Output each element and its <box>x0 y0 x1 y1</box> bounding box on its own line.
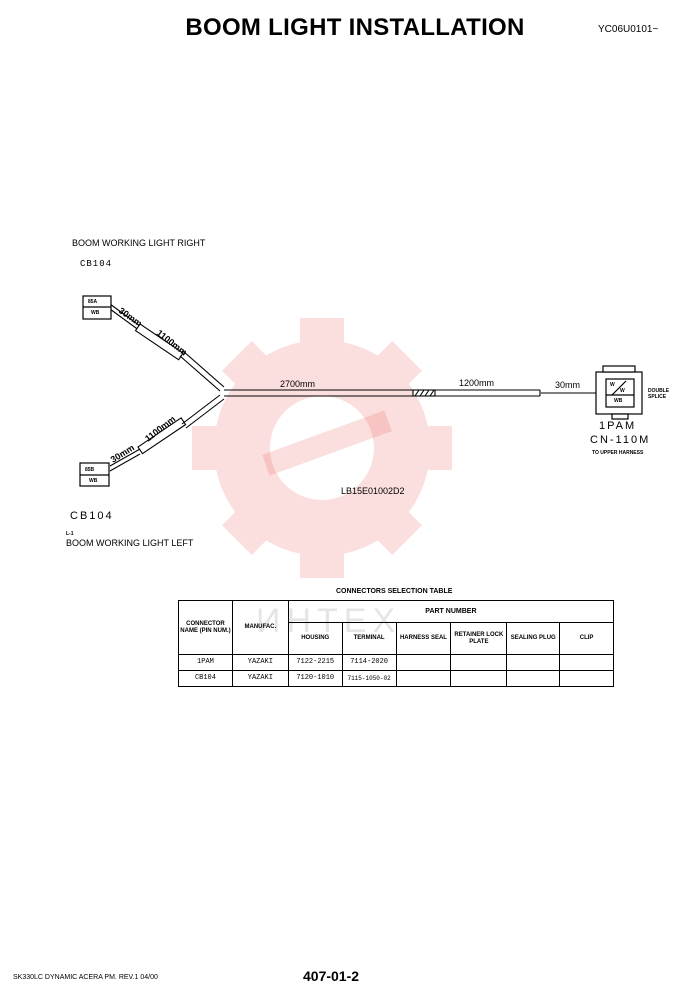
connector-box-upper <box>595 365 643 420</box>
harness-number: LB15E01002D2 <box>341 486 405 496</box>
header-retainer: RETAINER LOCK PLATE <box>450 622 508 655</box>
left-connector-sub: L-1 <box>66 531 74 537</box>
cell-harness-seal <box>395 654 452 671</box>
cell-connector: CB104 <box>178 670 233 687</box>
dim-trunk-a: 2700mm <box>280 379 315 389</box>
cell-harness-seal <box>395 670 452 687</box>
document-code: YC06U0101~ <box>598 24 659 35</box>
upper-branch-wire <box>109 303 225 392</box>
double-splice-label: DOUBLE SPLICE <box>648 388 670 400</box>
connector-box-left <box>79 462 110 487</box>
upper-connector-cn: CN-110M <box>590 434 651 446</box>
cell-retainer <box>450 670 508 687</box>
dim-trunk-tip: 30mm <box>555 380 580 390</box>
header-manufac: MANUFAC. <box>231 600 289 655</box>
right-box-bottom: WB <box>91 310 100 316</box>
left-box-bottom: WB <box>89 478 98 484</box>
left-box-top: 85B <box>85 467 95 473</box>
upper-box-bottom: WB <box>614 398 623 404</box>
connectors-selection-table: CONNECTOR NAME (PIN NUM.) MANUFAC. PART … <box>178 600 615 687</box>
left-light-caption: BOOM WORKING LIGHT LEFT <box>66 538 194 548</box>
cell-housing: 7120-1010 <box>287 670 343 687</box>
right-box-top: 85A <box>88 299 98 305</box>
table-row: CB104 YAZAKI 7120-1010 7115-1050-02 <box>178 670 614 687</box>
header-part-number: PART NUMBER <box>287 600 615 623</box>
header-terminal: TERMINAL <box>341 622 397 655</box>
header-sealing: SEALING PLUG <box>506 622 561 655</box>
cell-clip <box>559 654 614 671</box>
watermark-gear-hole <box>270 396 374 500</box>
cell-sealing <box>506 670 561 687</box>
header-connector: CONNECTOR NAME (PIN NUM.) <box>178 600 233 655</box>
header-harness-seal: HARNESS SEAL <box>395 622 452 655</box>
trunk-wire <box>224 389 598 397</box>
connector-box-right <box>82 295 112 320</box>
cell-connector: 1PAM <box>178 654 233 671</box>
right-light-caption: BOOM WORKING LIGHT RIGHT <box>72 238 206 248</box>
watermark-wrench-icon <box>262 410 392 476</box>
lower-branch-wire <box>109 394 225 472</box>
cell-housing: 7122-2215 <box>287 654 343 671</box>
header-housing: HOUSING <box>287 622 343 655</box>
cell-terminal: 7115-1050-02 <box>341 670 397 687</box>
right-connector-id: CB104 <box>80 259 113 269</box>
cell-clip <box>559 670 614 687</box>
cell-terminal: 7114-2020 <box>341 654 397 671</box>
to-upper-harness-label: TO UPPER HARNESS <box>592 450 644 456</box>
upper-box-mid: W <box>620 388 625 394</box>
cell-sealing <box>506 654 561 671</box>
cell-retainer <box>450 654 508 671</box>
footer-model: SK330LC DYNAMIC ACERA PM. REV.1 04/00 <box>13 974 158 981</box>
dim-trunk-b: 1200mm <box>459 378 494 388</box>
table-row: 1PAM YAZAKI 7122-2215 7114-2020 <box>178 654 614 671</box>
upper-box-top: W <box>610 382 615 388</box>
left-connector-id: CB104 <box>70 510 114 522</box>
footer-page-number: 407-01-2 <box>303 968 360 984</box>
cell-manufac: YAZAKI <box>231 654 289 671</box>
connectors-table-title: CONNECTORS SELECTION TABLE <box>336 588 453 595</box>
upper-connector-name: 1PAM <box>599 420 637 432</box>
page-title: BOOM LIGHT INSTALLATION <box>185 14 525 41</box>
header-clip: CLIP <box>559 622 614 655</box>
cell-manufac: YAZAKI <box>231 670 289 687</box>
